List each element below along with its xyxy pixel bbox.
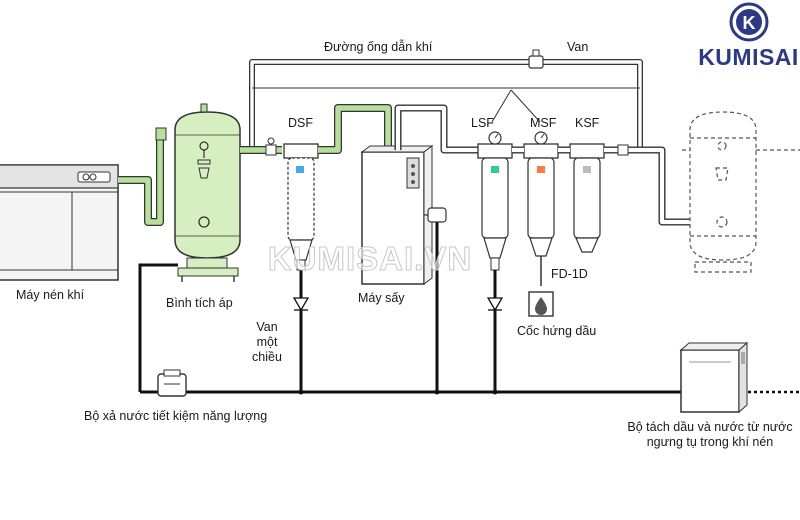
dsf-inlet-valve (265, 137, 277, 156)
receiver-tank (174, 103, 241, 282)
label-fd-1d: FD-1D (551, 267, 588, 281)
label-separator-line-1: Bộ tách dầu và nước từ nước (627, 420, 793, 434)
check-valve-dsf (292, 297, 310, 312)
filter-pointer-lines (491, 89, 541, 123)
label-msf: MSF (530, 116, 557, 130)
label-lsf: LSF (471, 116, 494, 130)
label-check-valve-line-1: Van (256, 320, 278, 334)
label-air-pipe: Đường ống dẫn khí (324, 40, 433, 54)
watermark: KUMISAI.VN (267, 240, 473, 278)
green-pipe-compressor-tank (118, 140, 164, 226)
brand-logo-text: KUMISAI (698, 44, 799, 70)
kumisai-logo-emblem: K (729, 2, 769, 42)
tank-inlet-fitting (155, 127, 167, 141)
manifold-junctions (298, 389, 498, 395)
label-compressor: Máy nén khí (16, 288, 85, 302)
air-pipe-loop (249, 59, 643, 150)
green-pipe-dsf-dryer (318, 104, 392, 154)
label-check-valve-line-3: chiều (252, 350, 282, 364)
msf-filter (523, 131, 559, 286)
dryer-drain-trap (424, 207, 447, 223)
label-oil-water-separator: Bộ tách dầu và nước từ nước ngưng tụ tro… (610, 420, 800, 450)
pipe-outlet-secondary-tank (640, 146, 690, 226)
label-energy-saving-drain: Bộ xả nước tiết kiệm năng lượng (84, 409, 268, 423)
oil-cup (528, 291, 554, 317)
pipe-dryer-filters (394, 104, 480, 154)
label-receiver-tank: Bình tích áp (166, 296, 233, 310)
outlet-valve (617, 144, 629, 156)
label-check-valve: Van một chiều (245, 320, 289, 365)
ksf-filter (569, 143, 605, 253)
air-compressor (0, 164, 119, 281)
label-dryer: Máy sấy (358, 291, 405, 305)
logo-letter: K (743, 13, 756, 33)
top-valve (528, 49, 544, 69)
check-valve-lsf (486, 297, 504, 312)
label-dsf: DSF (288, 116, 313, 130)
label-oil-cup: Cốc hứng dầu (517, 324, 597, 338)
secondary-tank (682, 111, 800, 273)
label-separator-line-2: ngưng tụ trong khí nén (646, 435, 774, 449)
energy-saving-drain (157, 369, 187, 397)
label-ksf: KSF (575, 116, 600, 130)
oil-water-separator (679, 341, 749, 414)
label-top-valve: Van (567, 40, 589, 54)
lsf-filter (477, 131, 513, 271)
label-check-valve-line-2: một (256, 335, 278, 349)
dsf-filter (283, 143, 319, 271)
drain-manifold (138, 222, 800, 394)
